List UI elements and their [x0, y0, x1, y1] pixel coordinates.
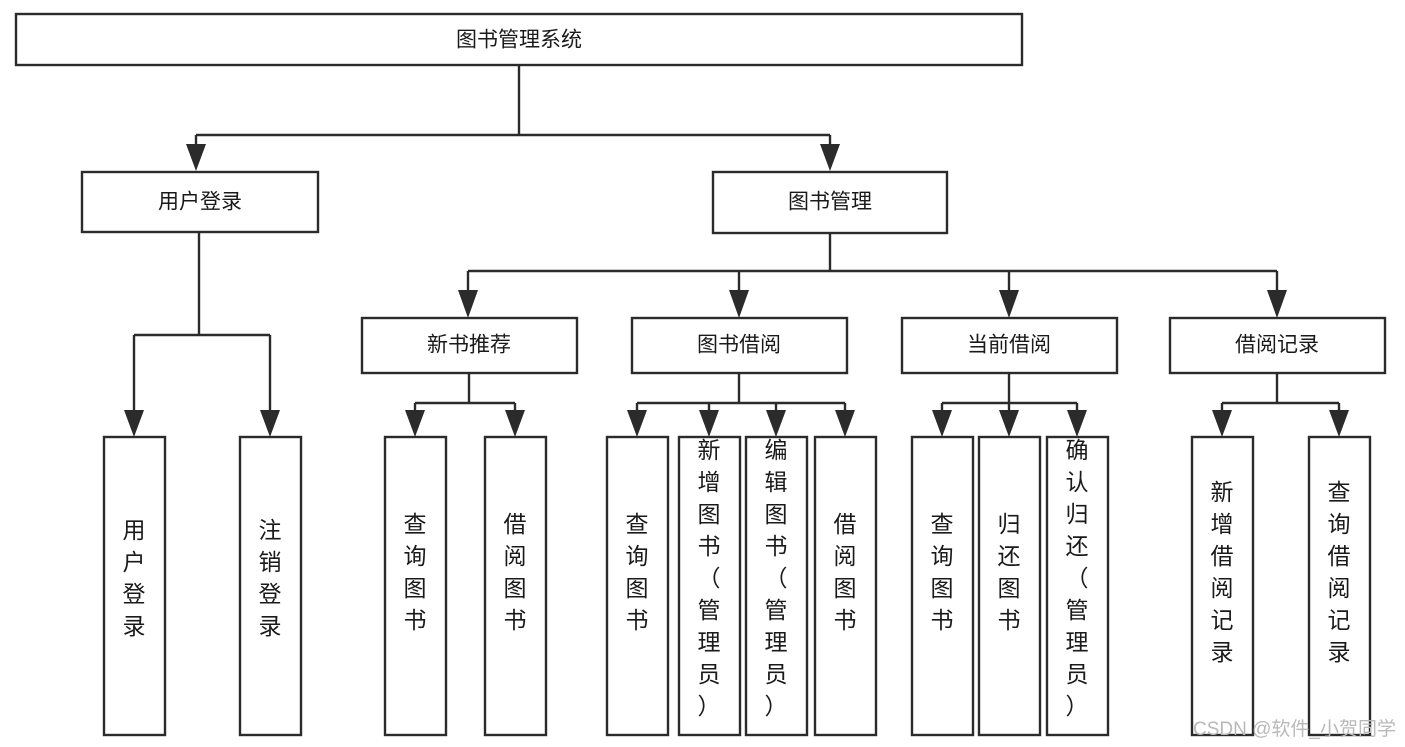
leaf-borrow-book-1-label: 借阅图书: [504, 511, 527, 633]
leaf-query-book-2-box[interactable]: [605, 435, 670, 737]
arrowhead-leaf-borrow-book-1: [505, 410, 525, 437]
arrowhead-user-login: [186, 144, 206, 171]
arrowhead-leaf-query-book-2: [627, 410, 647, 437]
leaf-add-book-box[interactable]: [677, 435, 742, 737]
leaf-confirm-return[interactable]: 确认归还（管理员）: [1045, 435, 1110, 737]
node-root-label: 图书管理系统: [456, 29, 582, 52]
node-user-login-label: 用户登录: [158, 191, 242, 214]
arrowhead-borrow-record: [1267, 290, 1287, 318]
node-book-borrow[interactable]: 图书借阅: [630, 316, 849, 375]
node-book-management-label: 图书管理: [788, 191, 872, 214]
leaf-user-logout-label: 注销登录: [259, 517, 282, 639]
node-current-borrow-box[interactable]: [900, 316, 1119, 375]
watermark-label: CSDN @软件_小贺同学: [1193, 718, 1396, 740]
leaf-return-book[interactable]: 归还图书: [977, 435, 1042, 737]
node-current-borrow[interactable]: 当前借阅: [900, 316, 1119, 375]
leaf-borrow-book-1[interactable]: 借阅图书: [483, 435, 548, 737]
leaf-query-book-1-box[interactable]: [383, 435, 448, 737]
arrowhead-book-management: [820, 144, 840, 171]
leaf-query-record-box[interactable]: [1307, 435, 1372, 737]
node-borrow-record[interactable]: 借阅记录: [1168, 316, 1387, 375]
arrowhead-leaf-edit-book: [766, 410, 786, 437]
arrowhead-leaf-user-login: [124, 410, 144, 437]
leaf-return-book-box[interactable]: [977, 435, 1042, 737]
leaf-borrow-book-1-box[interactable]: [483, 435, 548, 737]
node-borrow-record-label: 借阅记录: [1235, 334, 1319, 357]
node-new-book-recommend-box[interactable]: [360, 316, 579, 375]
leaf-user-logout[interactable]: 注销登录: [238, 435, 303, 737]
node-book-management[interactable]: 图书管理: [711, 170, 949, 235]
leaf-query-book-3-box[interactable]: [910, 435, 975, 737]
leaf-borrow-book-2[interactable]: 借阅图书: [813, 435, 878, 737]
arrowhead-leaf-confirm-return: [1067, 410, 1087, 437]
node-book-management-box[interactable]: [711, 170, 949, 235]
arrowhead-book-borrow: [729, 290, 749, 318]
arrowhead-leaf-add-book: [699, 410, 719, 437]
leaf-add-record[interactable]: 新增借阅记录: [1190, 435, 1255, 737]
node-root[interactable]: 图书管理系统: [14, 12, 1024, 67]
connector-layer: [124, 66, 1349, 437]
leaf-query-record-label: 查询借阅记录: [1328, 479, 1351, 665]
arrowhead-leaf-add-record: [1212, 410, 1232, 437]
leaf-query-book-3-label: 查询图书: [931, 511, 954, 633]
leaf-query-record[interactable]: 查询借阅记录: [1307, 435, 1372, 737]
node-root-box[interactable]: [14, 12, 1024, 67]
arrowhead-new-book-recommend: [458, 290, 478, 318]
node-new-book-recommend[interactable]: 新书推荐: [360, 316, 579, 375]
leaf-user-login-box[interactable]: [102, 435, 167, 737]
arrowhead-leaf-query-book-3: [932, 410, 952, 437]
leaf-edit-book-label: 编辑图书（管理员）: [765, 437, 788, 719]
leaf-borrow-book-2-label: 借阅图书: [834, 511, 857, 633]
leaf-user-logout-box[interactable]: [238, 435, 303, 737]
leaf-query-book-3[interactable]: 查询图书: [910, 435, 975, 737]
arrowhead-leaf-user-logout: [260, 410, 280, 437]
leaf-user-login-label: 用户登录: [123, 517, 146, 639]
leaf-add-record-label: 新增借阅记录: [1211, 479, 1234, 665]
arrowhead-leaf-query-book-1: [405, 410, 425, 437]
node-book-borrow-box[interactable]: [630, 316, 849, 375]
leaf-query-book-1-label: 查询图书: [404, 511, 427, 633]
leaf-borrow-book-2-box[interactable]: [813, 435, 878, 737]
leaf-add-book-label: 新增图书（管理员）: [698, 437, 721, 719]
node-book-borrow-label: 图书借阅: [697, 334, 781, 357]
node-user-login[interactable]: 用户登录: [80, 170, 320, 234]
node-new-book-recommend-label: 新书推荐: [427, 334, 511, 357]
leaf-confirm-return-label: 确认归还（管理员）: [1066, 437, 1089, 719]
node-current-borrow-label: 当前借阅: [967, 334, 1051, 357]
arrowhead-leaf-query-record: [1329, 410, 1349, 437]
leaf-query-book-2-label: 查询图书: [626, 511, 649, 633]
leaf-add-book[interactable]: 新增图书（管理员）: [677, 435, 742, 737]
node-user-login-box[interactable]: [80, 170, 320, 234]
arrowhead-leaf-return-book: [999, 410, 1019, 437]
leaf-edit-book-box[interactable]: [744, 435, 809, 737]
arrowhead-current-borrow: [999, 290, 1019, 318]
leaf-user-login[interactable]: 用户登录: [102, 435, 167, 737]
leaf-return-book-label: 归还图书: [998, 511, 1021, 633]
leaf-query-book-1[interactable]: 查询图书: [383, 435, 448, 737]
node-borrow-record-box[interactable]: [1168, 316, 1387, 375]
leaf-query-book-2[interactable]: 查询图书: [605, 435, 670, 737]
leaf-add-record-box[interactable]: [1190, 435, 1255, 737]
leaf-edit-book[interactable]: 编辑图书（管理员）: [744, 435, 809, 737]
arrowhead-leaf-borrow-book-2: [835, 410, 855, 437]
leaf-confirm-return-box[interactable]: [1045, 435, 1110, 737]
